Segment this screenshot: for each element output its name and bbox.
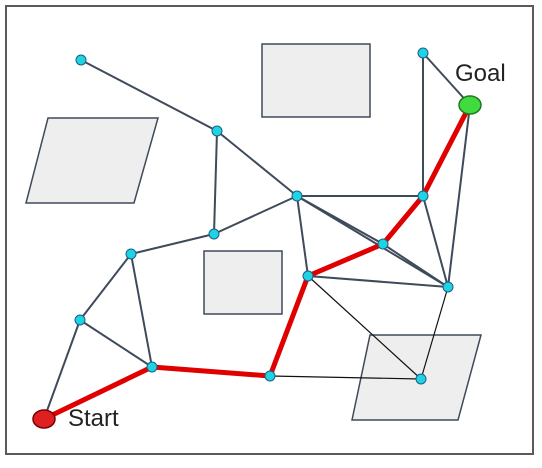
roadmap-node	[302, 270, 314, 282]
goal-node	[458, 95, 482, 115]
roadmap-edge	[296, 195, 449, 288]
roadmap-edge	[307, 275, 449, 288]
roadmap-node	[125, 248, 137, 260]
roadmap-edges	[43, 52, 471, 420]
diagram-frame	[5, 5, 534, 455]
roadmap-edge	[79, 319, 153, 368]
roadmap-node	[377, 238, 389, 250]
roadmap-node	[146, 361, 158, 373]
roadmap-node	[291, 190, 303, 202]
roadmap-edge	[80, 59, 218, 132]
roadmap-edge	[422, 52, 471, 106]
roadmap-edge	[213, 195, 298, 235]
start-label: Start	[68, 405, 119, 432]
roadmap-edge	[447, 104, 471, 288]
roadmap-node	[415, 373, 427, 385]
roadmap-edge-thin	[307, 275, 422, 380]
roadmap-edge	[296, 195, 309, 277]
roadmap-nodes	[32, 47, 482, 429]
roadmap-edge	[422, 195, 449, 288]
roadmap-edge	[216, 130, 298, 197]
solution-path-segment	[420, 102, 473, 199]
solution-path	[41, 102, 473, 422]
roadmap-node	[417, 190, 429, 202]
obstacle-square-top	[261, 43, 371, 118]
roadmap-edge	[213, 130, 218, 235]
roadmap-edge-thin	[420, 286, 449, 380]
roadmap-node	[264, 370, 276, 382]
start-node	[32, 409, 56, 429]
roadmap-node	[75, 54, 87, 66]
roadmap-edge	[43, 319, 81, 420]
solution-path-segment	[380, 193, 426, 247]
roadmap-edge	[130, 233, 215, 255]
solution-path-segment	[305, 241, 386, 279]
roadmap-node	[208, 228, 220, 240]
roadmap-edge	[382, 243, 449, 288]
solution-path-segment	[41, 364, 155, 422]
goal-label: Goal	[455, 60, 506, 87]
roadmap-edge	[130, 253, 153, 368]
roadmap-node	[442, 281, 454, 293]
solution-path-segment	[267, 273, 311, 379]
roadmap-node	[74, 314, 86, 326]
solution-path-segment	[149, 364, 273, 379]
obstacle-square-center	[203, 250, 283, 315]
obstacle-parallelogram-left	[25, 117, 159, 204]
roadmap-node	[417, 47, 429, 59]
roadmap-node	[211, 125, 223, 137]
roadmap-edge	[79, 253, 132, 321]
roadmap-edge-thin	[269, 375, 422, 380]
